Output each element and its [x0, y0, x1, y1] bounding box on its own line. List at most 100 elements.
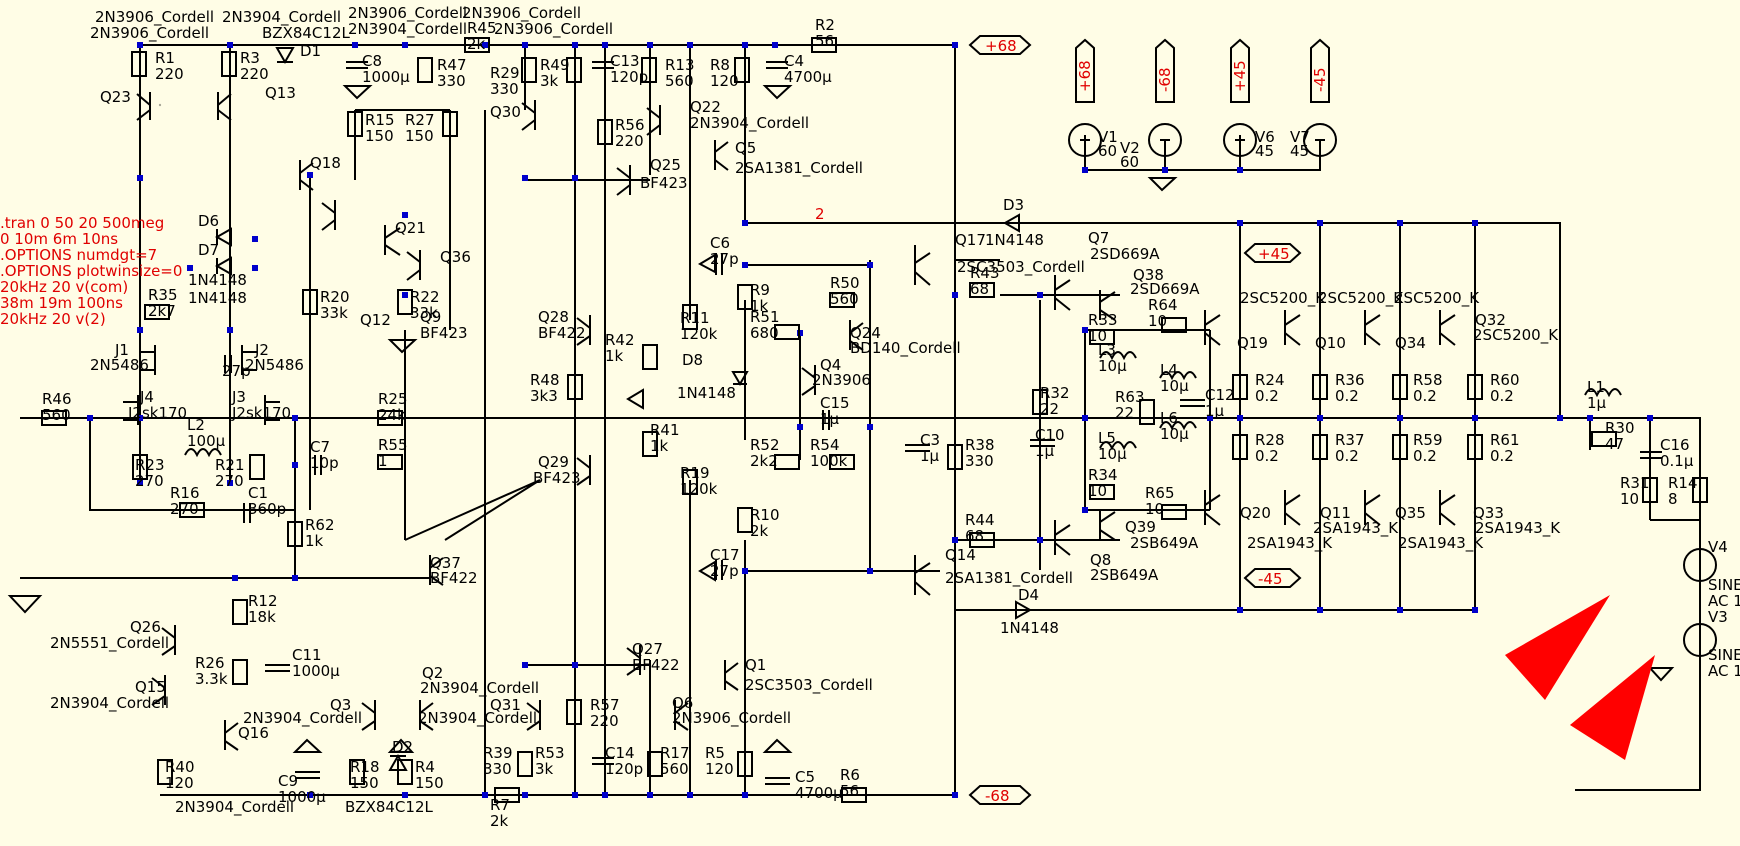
transistor-designator: J4 — [139, 388, 154, 406]
directive-line[interactable]: .tran 0 50 20 500meg — [0, 214, 164, 232]
resistor-designator: R11 — [680, 309, 710, 327]
resistor-designator: R55 — [378, 436, 408, 454]
resistor-value: 10 — [1145, 500, 1164, 518]
capacitor-value: 27p — [222, 362, 251, 380]
transistor-designator: Q35 — [1395, 504, 1426, 522]
resistor-value: 330 — [965, 452, 994, 470]
resistor-designator: R60 — [1490, 371, 1520, 389]
inductor-value: 10µ — [1098, 357, 1127, 375]
resistor-designator: R25 — [378, 390, 408, 408]
model-label: BF422 — [538, 324, 586, 342]
resistor-designator: R56 — [615, 116, 645, 134]
resistor-value: 120k — [680, 325, 718, 343]
resistor-value: 220 — [240, 65, 269, 83]
resistor-designator: R34 — [1088, 466, 1118, 484]
resistor-designator: R64 — [1148, 296, 1178, 314]
capacitor-value: 4700µ — [784, 68, 832, 86]
resistor-value: 2k — [490, 812, 509, 830]
model-label: 2N3904_Cordell — [222, 8, 341, 27]
inductor-designator: L1 — [1587, 378, 1605, 396]
resistor-value: 220 — [615, 132, 644, 150]
capacitor-designator: C13 — [610, 52, 640, 70]
transistor-designator: J3 — [231, 388, 246, 406]
diode-designator: D3 — [1003, 196, 1024, 214]
resistor-value: 0.2 — [1490, 387, 1514, 405]
resistor-designator: R23 — [135, 456, 165, 474]
resistor-designator: R32 — [1040, 384, 1070, 402]
capacitor-value: 1µ — [820, 410, 840, 428]
model-label: 2N3904_Cordell — [420, 679, 539, 698]
model-label: 2N5551_Cordell — [50, 634, 169, 653]
source-designator: V3 — [1708, 608, 1728, 626]
directive-line[interactable]: .OPTIONS numdgt=7 — [0, 246, 157, 264]
src-flag-v2: -68 — [1156, 68, 1174, 93]
transistor-designator: Q18 — [310, 154, 341, 172]
resistor-designator: R62 — [305, 516, 335, 534]
resistor-value: 1k — [750, 297, 769, 315]
inductor-designator: L2 — [187, 416, 205, 434]
transistor-designator: J2 — [254, 341, 269, 359]
directive-line[interactable]: 20kHz 20 v(2) — [0, 310, 106, 328]
resistor-value: 270 — [170, 500, 199, 518]
resistor-value: 0.2 — [1335, 447, 1359, 465]
model-label: 2SA1381_Cordell — [735, 159, 863, 178]
model-label: 2SA1943_K — [1313, 519, 1399, 538]
transistor-designator: Q32 — [1475, 311, 1506, 329]
resistor-value: 10 — [1148, 312, 1167, 330]
model-label: 2N3904_Cordell — [348, 20, 467, 39]
model-label: 2SA1943_K — [1247, 534, 1333, 553]
capacitor-value: 1000µ — [278, 788, 326, 806]
model-label: J2sk170 — [231, 404, 291, 422]
capacitor-designator: C3 — [920, 431, 940, 449]
model-label: 1N4148 — [677, 384, 736, 402]
transistor-designator: Q25 — [650, 156, 681, 174]
model-label: 2N3904_Cordell — [243, 709, 362, 728]
transistor-designator: Q10 — [1315, 334, 1346, 352]
directive-line[interactable]: 38m 19m 100ns — [0, 294, 123, 312]
transistor-designator: Q11 — [1320, 504, 1351, 522]
model-label: 2SC5200_K — [1473, 326, 1559, 345]
transistor-designator: Q39 — [1125, 518, 1156, 536]
resistor-value: 47 — [1605, 435, 1624, 453]
model-label: 2N5486 — [245, 356, 304, 374]
directive-line[interactable]: 20kHz 20 v(com) — [0, 278, 128, 296]
resistor-designator: R12 — [248, 592, 278, 610]
resistor-value: 2k2 — [750, 452, 778, 470]
transistor-designator: Q33 — [1473, 504, 1504, 522]
model-label: BF422 — [632, 656, 680, 674]
transistor-designator: Q20 — [1240, 504, 1271, 522]
resistor-designator: R27 — [405, 111, 435, 129]
model-label: 2N3906_Cordell — [90, 24, 209, 43]
resistor-designator: R30 — [1605, 419, 1635, 437]
capacitor-value: 10p — [310, 454, 339, 472]
model-label: 2SA1381_Cordell — [945, 569, 1073, 588]
resistor-value: 0.2 — [1413, 387, 1437, 405]
model-label: 2SC5200_K — [1318, 289, 1404, 308]
resistor-designator: R46 — [42, 390, 72, 408]
resistor-value: 2k7 — [148, 302, 176, 320]
source-designator: V1 — [1098, 128, 1118, 146]
resistor-designator: R35 — [148, 286, 178, 304]
model-label: 2SC3503_Cordell — [957, 258, 1085, 277]
transistor-designator: Q38 — [1133, 266, 1164, 284]
resistor-designator: R16 — [170, 484, 200, 502]
resistor-value: 270 — [135, 472, 164, 490]
directive-line[interactable]: .OPTIONS plotwinsize=0 — [0, 262, 182, 280]
resistor-value: 0.2 — [1490, 447, 1514, 465]
resistor-designator: R28 — [1255, 431, 1285, 449]
resistor-value: 120 — [705, 760, 734, 778]
resistor-value: 56 — [840, 782, 859, 800]
transistor-designator: Q21 — [395, 219, 426, 237]
capacitor-designator: C17 — [710, 546, 740, 564]
resistor-designator: R4 — [415, 758, 435, 776]
flag-minus68-label: -68 — [985, 787, 1010, 805]
resistor-value: 100k — [810, 452, 848, 470]
transistor-designator: Q27 — [632, 640, 663, 658]
resistor-designator: R21 — [215, 456, 245, 474]
resistor-designator: R49 — [540, 56, 570, 74]
directive-line[interactable]: 0 10m 6m 10ns — [0, 230, 118, 248]
resistor-designator: R38 — [965, 436, 995, 454]
transistor-designator: Q34 — [1395, 334, 1426, 352]
transistor-designator: Q1 — [745, 656, 766, 674]
